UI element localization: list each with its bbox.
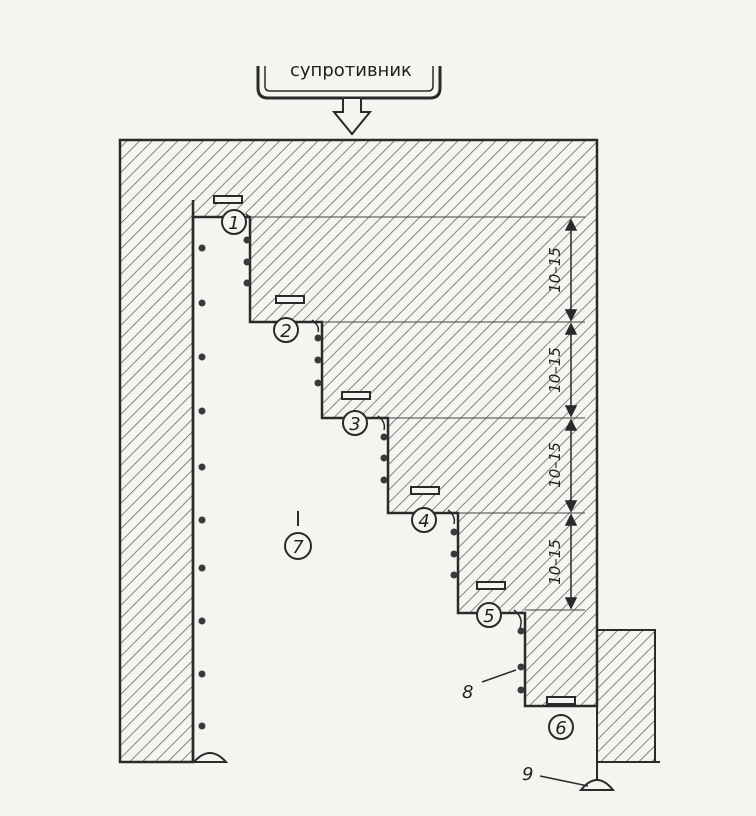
- step-marker: 5: [476, 602, 502, 628]
- svg-text:5: 5: [483, 606, 494, 627]
- step-marker: 1: [221, 209, 247, 235]
- step-markers: 1 2 3 4 5 6: [221, 209, 574, 740]
- step-level-lines: [250, 216, 585, 611]
- dimension-label: 10–15: [546, 442, 564, 488]
- step-marker: 3: [342, 410, 368, 436]
- svg-text:3: 3: [349, 414, 360, 435]
- spring-guard-label: 8: [462, 669, 517, 703]
- base-support-left: [191, 752, 229, 763]
- dimension-arrows: [564, 218, 578, 610]
- dimension-labels: 10–15 10–15 10–15 10–15: [546, 247, 564, 585]
- svg-text:4: 4: [418, 511, 429, 532]
- wall-hooks-left: [198, 244, 206, 730]
- base-support-right: [578, 779, 616, 791]
- svg-text:7: 7: [292, 537, 304, 558]
- svg-text:9: 9: [522, 764, 533, 785]
- step-plates: [213, 195, 576, 705]
- svg-text:1: 1: [228, 213, 239, 234]
- step-marker: 2: [273, 317, 299, 343]
- dimension-label: 10–15: [546, 247, 564, 293]
- dimension-label: 10–15: [546, 539, 564, 585]
- svg-text:2: 2: [280, 321, 291, 342]
- base-point-label: 9: [522, 764, 589, 787]
- outer-earthwork: [596, 629, 656, 763]
- svg-text:8: 8: [462, 682, 473, 703]
- wall-hooks-steps: [243, 236, 525, 694]
- dimension-label: 10–15: [546, 347, 564, 393]
- fortification-label: 7: [284, 511, 312, 560]
- enemy-indicator: супротивник: [256, 60, 442, 136]
- svg-text:6: 6: [555, 718, 566, 739]
- step-marker: 4: [411, 507, 437, 533]
- step-marker: 6: [548, 714, 574, 740]
- down-arrow-icon: [331, 97, 373, 136]
- earthwork-mass: [118, 138, 599, 764]
- enemy-label: супротивник: [290, 60, 412, 81]
